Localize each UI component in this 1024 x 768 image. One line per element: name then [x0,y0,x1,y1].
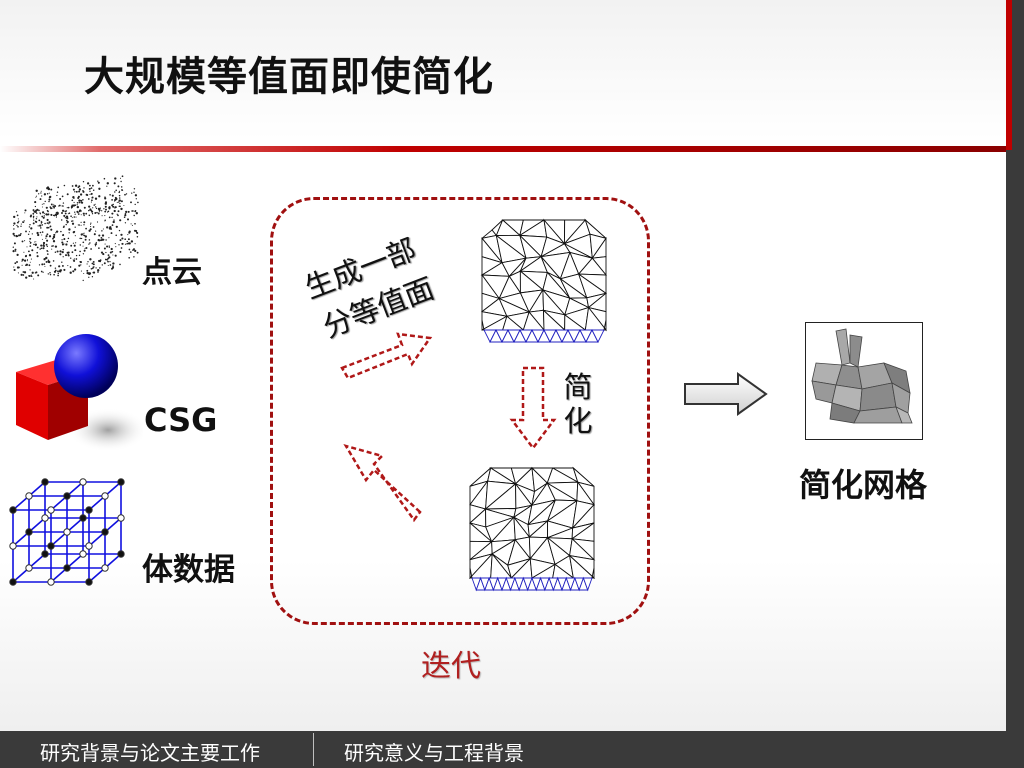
volume-data-label: 体数据 [142,552,235,588]
point-cloud-label: 点云 [142,255,202,290]
csg-image [16,334,143,452]
csg-label: CSG [144,401,218,439]
partial-mesh-bottom [468,466,596,592]
point-cloud-image [12,175,139,282]
simplify-char-2: 化 [563,404,593,438]
page-title: 大规模等值面即使简化 [84,54,494,100]
simplified-mesh-label: 简化网格 [799,466,928,504]
arrow-down-icon [509,366,557,451]
arrow-right-icon [340,332,433,380]
simplify-char-1: 简 [563,370,593,404]
output-arrow-icon [684,372,768,416]
right-side-bar [1006,0,1024,768]
footer-link-research-significance[interactable]: 研究意义与工程背景 [344,741,524,765]
iterate-label: 迭代 [421,649,481,684]
partial-mesh-top [480,218,608,344]
title-divider [0,146,1006,152]
arrow-up-left-icon [343,443,422,523]
footer-bar: 研究背景与论文主要工作 研究意义与工程背景 [0,731,1006,768]
footer-divider [313,733,314,766]
footer-link-research-background[interactable]: 研究背景与论文主要工作 [40,741,260,765]
iteration-loop-border [270,197,650,625]
simplified-bunny-image [805,322,923,440]
volume-grid-image [9,478,125,586]
